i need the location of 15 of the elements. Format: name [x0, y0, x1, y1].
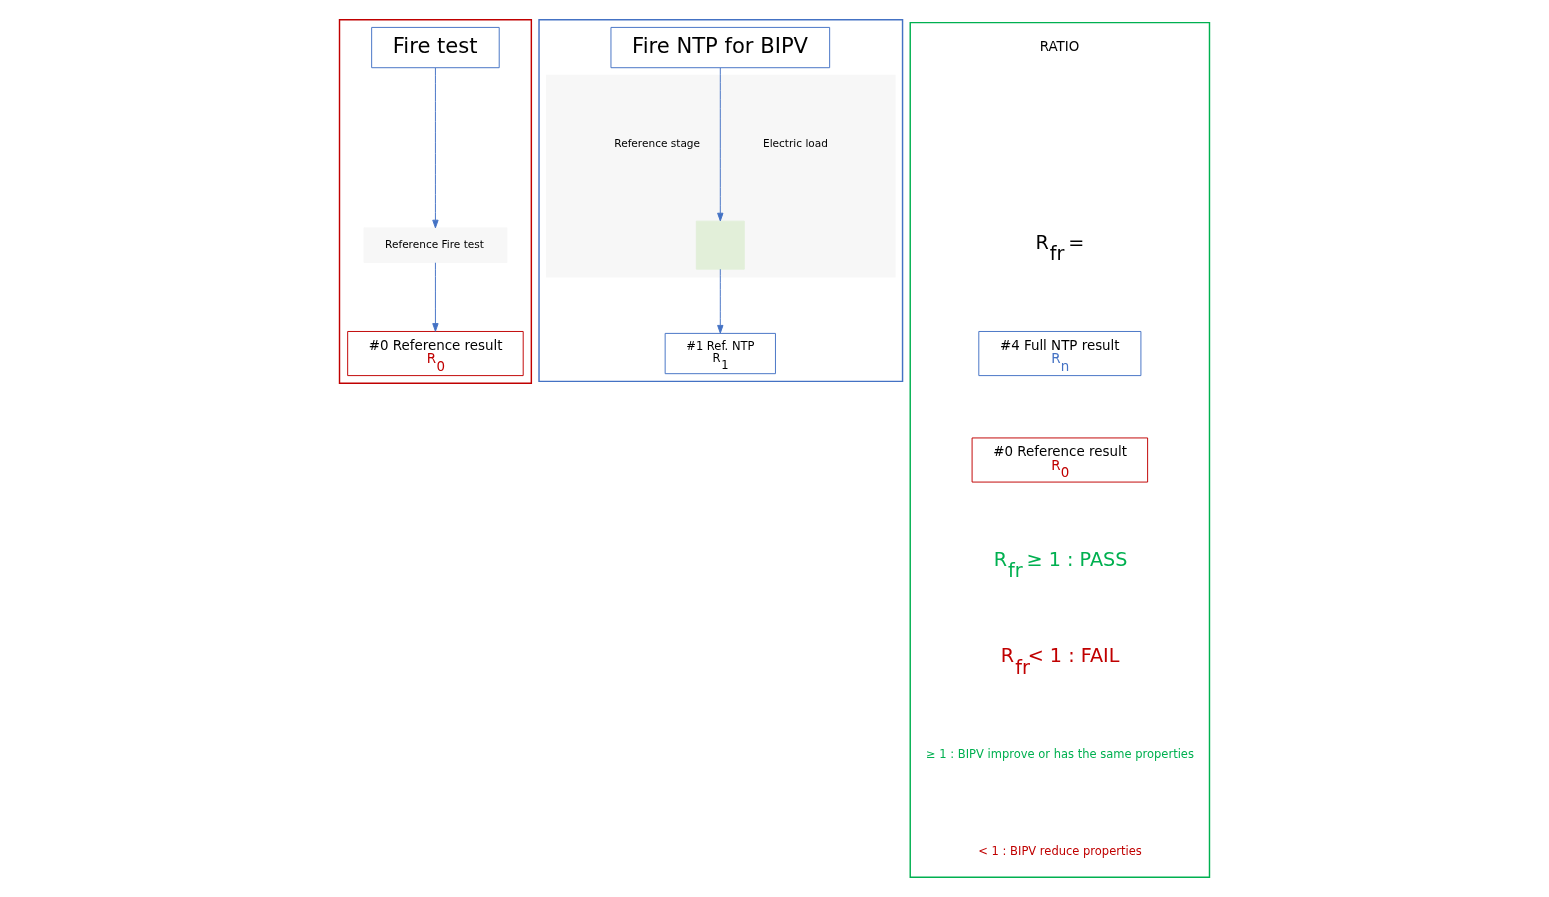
arrow: [717, 67, 724, 222]
label: ≥ 1 : BIPV improve or has the same properties: [926, 747, 1194, 762]
label: RATIO: [1039, 39, 1080, 55]
node-box: Fire test: [371, 26, 500, 69]
arrow: [717, 268, 724, 334]
node-box: [695, 220, 745, 270]
node-box: Reference Fire test: [363, 227, 508, 263]
cluster: [538, 19, 904, 383]
cluster: [338, 19, 533, 384]
arrow: [432, 67, 439, 229]
cluster: [909, 21, 1211, 878]
label: < 1 : BIPV reduce properties: [978, 844, 1142, 859]
arrow: [432, 262, 439, 332]
node-box: Fire NTP for BIPV: [610, 26, 831, 69]
cluster: Reference stage Electric load: [545, 74, 896, 278]
